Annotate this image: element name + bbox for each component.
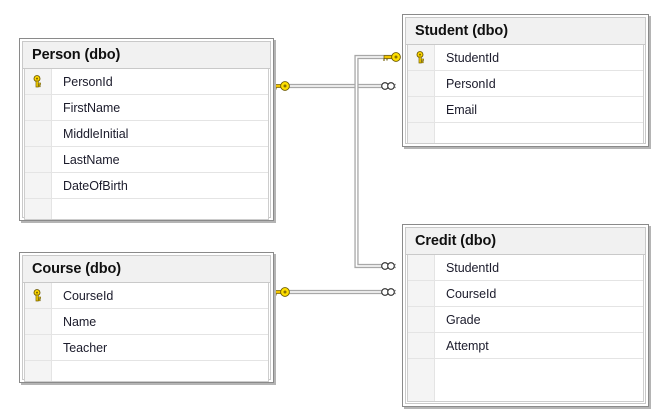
table-course-fields: CourseId Name Teacher — [24, 283, 269, 382]
table-student-fields: StudentId PersonId Email — [407, 45, 644, 144]
key-column-cell — [408, 255, 435, 280]
table-person-fields: PersonId FirstName MiddleInitial LastNam… — [24, 69, 269, 220]
table-row[interactable]: Teacher — [25, 335, 268, 361]
infinity-icon-person-student — [381, 82, 395, 90]
key-column-cell — [408, 123, 435, 143]
table-row[interactable]: StudentId — [408, 255, 643, 281]
field-name: Attempt — [446, 338, 489, 353]
table-row[interactable]: LastName — [25, 147, 268, 173]
table-row[interactable]: DateOfBirth — [25, 173, 268, 199]
key-column-cell — [25, 69, 52, 94]
key-column-cell — [25, 361, 52, 381]
field-name: Grade — [446, 312, 481, 327]
table-person-title: Person (dbo) — [23, 42, 270, 69]
field-name: LastName — [63, 152, 120, 167]
field-name: PersonId — [63, 74, 113, 89]
table-row[interactable]: Name — [25, 309, 268, 335]
table-row[interactable]: MiddleInitial — [25, 121, 268, 147]
table-row[interactable]: FirstName — [25, 95, 268, 121]
table-credit-fields: StudentId CourseId Grade Attempt — [407, 255, 644, 402]
table-credit[interactable]: Credit (dbo) StudentId CourseId Grade At… — [402, 224, 649, 407]
field-name: Name — [63, 314, 97, 329]
key-icon — [33, 289, 41, 302]
relationship-course-credit[interactable] — [272, 287, 396, 297]
key-icon-course-credit — [272, 287, 290, 297]
key-column-cell — [25, 283, 52, 308]
key-column-cell — [25, 95, 52, 120]
table-row[interactable]: Email — [408, 97, 643, 123]
table-row-empty[interactable] — [408, 123, 643, 143]
table-row[interactable]: PersonId — [25, 69, 268, 95]
table-course-title: Course (dbo) — [23, 256, 270, 283]
field-name: FirstName — [63, 100, 121, 115]
table-course[interactable]: Course (dbo) CourseId — [19, 252, 274, 383]
key-icon-person-student — [272, 81, 290, 91]
key-column-cell — [408, 333, 435, 358]
key-column-cell — [25, 335, 52, 360]
relationship-student-credit[interactable] — [354, 52, 401, 270]
table-row-empty[interactable] — [25, 361, 268, 381]
field-name: StudentId — [446, 50, 500, 65]
infinity-icon-student-credit — [381, 262, 395, 270]
key-column-cell — [408, 97, 435, 122]
table-credit-title: Credit (dbo) — [406, 228, 645, 255]
key-column-cell — [25, 121, 52, 146]
field-name: MiddleInitial — [63, 126, 129, 141]
field-name: CourseId — [63, 288, 114, 303]
table-row-empty[interactable] — [408, 359, 643, 401]
key-column-cell — [25, 173, 52, 198]
field-name: Email — [446, 102, 478, 117]
field-name: PersonId — [446, 76, 496, 91]
key-icon — [33, 75, 41, 88]
table-row[interactable]: StudentId — [408, 45, 643, 71]
table-row[interactable]: CourseId — [408, 281, 643, 307]
key-column-cell — [408, 71, 435, 96]
key-icon — [416, 51, 424, 64]
table-row[interactable]: PersonId — [408, 71, 643, 97]
key-column-cell — [408, 359, 435, 401]
table-student-title: Student (dbo) — [406, 18, 645, 45]
key-column-cell — [25, 147, 52, 172]
key-column-cell — [408, 307, 435, 332]
table-row-empty[interactable] — [25, 199, 268, 219]
field-name: CourseId — [446, 286, 497, 301]
key-column-cell — [25, 199, 52, 219]
key-column-cell — [25, 309, 52, 334]
table-student[interactable]: Student (dbo) StudentId — [402, 14, 649, 147]
table-row[interactable]: Grade — [408, 307, 643, 333]
key-column-cell — [408, 281, 435, 306]
key-icon-student-credit — [383, 52, 401, 62]
table-person[interactable]: Person (dbo) PersonId — [19, 38, 274, 221]
field-name: DateOfBirth — [63, 178, 128, 193]
table-row[interactable]: CourseId — [25, 283, 268, 309]
key-column-cell — [408, 45, 435, 70]
field-name: Teacher — [63, 340, 108, 355]
table-row[interactable]: Attempt — [408, 333, 643, 359]
relationship-person-student[interactable] — [272, 81, 396, 91]
field-name: StudentId — [446, 260, 500, 275]
infinity-icon-course-credit — [381, 288, 395, 296]
